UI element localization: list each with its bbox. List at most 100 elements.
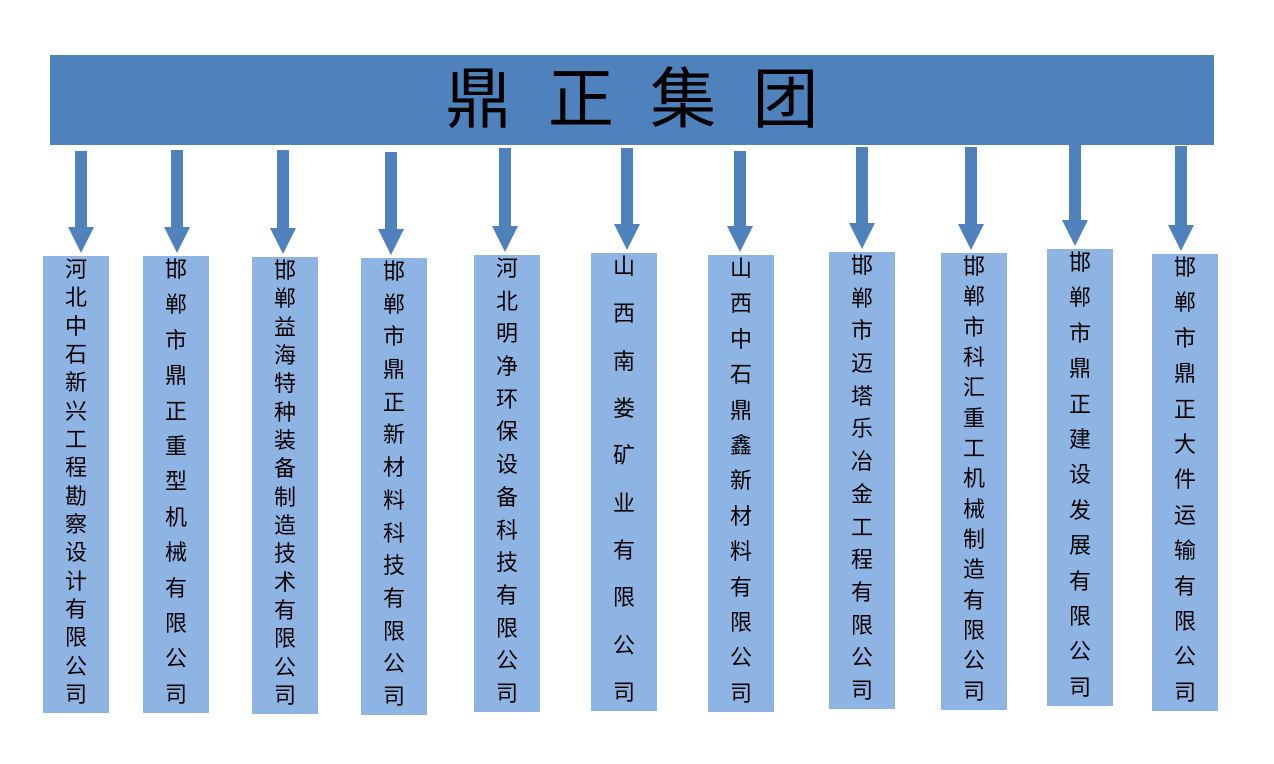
arrow-shaft — [856, 147, 868, 225]
company-name-char: 重 — [962, 406, 985, 432]
company-name-char: 冶 — [850, 450, 873, 476]
company-name-char: 鼎 — [729, 398, 752, 424]
company-name-char: 限 — [850, 613, 873, 639]
company-name-char: 公 — [1173, 645, 1196, 671]
company-name-char: 净 — [495, 355, 518, 381]
company-name-char: 市 — [164, 328, 187, 354]
company-name-char: 明 — [495, 322, 518, 348]
company-name-char: 兴 — [64, 399, 87, 425]
company-name-char: 海 — [273, 343, 296, 369]
arrow-shaft — [499, 148, 511, 228]
connector-arrow — [68, 151, 94, 253]
company-name-char: 正 — [1068, 392, 1091, 418]
company-name-char: 机 — [164, 505, 187, 531]
company-name-char: 备 — [495, 485, 518, 511]
company-box: 河北中石新兴工程勘察设计有限公司 — [43, 256, 109, 713]
arrow-shaft — [75, 151, 87, 229]
company-name-char: 有 — [64, 597, 87, 623]
arrow-head — [164, 227, 190, 253]
company-name-char: 设 — [1068, 463, 1091, 489]
company-name-char: 司 — [612, 680, 635, 706]
company-box: 山西中石鼎鑫新材料有限公司 — [708, 255, 774, 712]
connector-arrow — [849, 147, 875, 249]
company-name-char: 备 — [273, 457, 296, 483]
company-name-char: 汇 — [962, 376, 985, 402]
company-name-char: 邯 — [273, 259, 296, 284]
company-name-char: 鼎 — [164, 364, 187, 390]
company-name-char: 公 — [495, 649, 518, 675]
arrow-head — [727, 226, 753, 252]
company-name-char: 邯 — [850, 254, 873, 279]
company-name-char: 科 — [382, 521, 405, 547]
company-name-char: 特 — [273, 372, 296, 398]
company-name-char: 公 — [962, 649, 985, 675]
company-name-char: 程 — [64, 456, 87, 482]
company-name-char: 金 — [850, 482, 873, 508]
arrow-head — [614, 224, 640, 250]
company-name-char: 石 — [64, 342, 87, 368]
company-name-char: 公 — [164, 647, 187, 673]
company-name-char: 限 — [64, 626, 87, 652]
company-name-char: 中 — [729, 327, 752, 353]
company-name-char: 司 — [1068, 675, 1091, 701]
company-name-char: 市 — [1068, 321, 1091, 347]
company-box: 邯郸市科汇重工机械制造有限公司 — [941, 253, 1007, 710]
company-box: 河北明净环保设备科技有限公司 — [474, 255, 540, 712]
company-name-char: 北 — [64, 286, 87, 312]
company-name-char: 鼎 — [1173, 362, 1196, 388]
company-name-char: 司 — [64, 682, 87, 708]
company-name-char: 河 — [64, 258, 87, 283]
company-name-char: 工 — [850, 515, 873, 541]
company-name-char: 材 — [729, 504, 752, 530]
company-name-char: 司 — [273, 683, 296, 709]
company-name-char: 司 — [962, 679, 985, 705]
company-name-char: 有 — [382, 586, 405, 612]
connector-arrow — [1168, 146, 1194, 251]
arrow-shaft — [734, 151, 746, 228]
arrow-shaft — [1175, 146, 1187, 227]
company-name-char: 公 — [64, 654, 87, 680]
company-name-char: 西 — [612, 302, 635, 328]
company-name-char: 益 — [273, 315, 296, 341]
company-name-char: 市 — [962, 315, 985, 341]
arrow-shaft — [621, 148, 633, 226]
arrow-head — [849, 223, 875, 249]
connector-arrow — [614, 148, 640, 250]
company-box: 邯郸益海特种装备制造技术有限公司 — [252, 257, 318, 714]
company-name-char: 西 — [729, 292, 752, 318]
company-name-char: 环 — [495, 387, 518, 413]
company-name-char: 制 — [962, 528, 985, 554]
group-title: 鼎正集团 — [445, 61, 855, 138]
company-name-char: 司 — [850, 678, 873, 704]
company-name-char: 输 — [1173, 539, 1196, 565]
company-name-char: 公 — [850, 646, 873, 672]
company-box: 邯郸市鼎正建设发展有限公司 — [1047, 249, 1113, 706]
company-name-char: 司 — [1173, 680, 1196, 706]
company-name-char: 新 — [64, 371, 87, 397]
company-name-char: 有 — [850, 580, 873, 606]
arrow-head — [1168, 225, 1194, 251]
company-name-char: 限 — [612, 586, 635, 612]
company-name-char: 限 — [382, 619, 405, 645]
company-name-char: 工 — [962, 437, 985, 463]
company-name-char: 鼎 — [382, 358, 405, 384]
company-name-char: 郸 — [1173, 291, 1196, 317]
company-name-char: 限 — [164, 612, 187, 638]
company-name-char: 石 — [729, 363, 752, 389]
company-name-char: 市 — [1173, 326, 1196, 352]
company-name-char: 有 — [495, 583, 518, 609]
company-name-char: 科 — [495, 518, 518, 544]
company-name-char: 制 — [273, 485, 296, 511]
company-name-char: 郸 — [273, 287, 296, 313]
company-name-char: 技 — [382, 554, 405, 580]
arrow-head — [68, 227, 94, 253]
company-name-char: 限 — [1068, 605, 1091, 631]
company-name-char: 机 — [962, 467, 985, 493]
company-name-char: 限 — [962, 619, 985, 645]
company-name-char: 限 — [495, 616, 518, 642]
company-name-char: 限 — [1173, 610, 1196, 636]
arrow-head — [1062, 220, 1088, 246]
company-name-char: 械 — [962, 497, 985, 523]
company-name-char: 勘 — [64, 484, 87, 510]
company-name-char: 邯 — [1173, 256, 1196, 281]
